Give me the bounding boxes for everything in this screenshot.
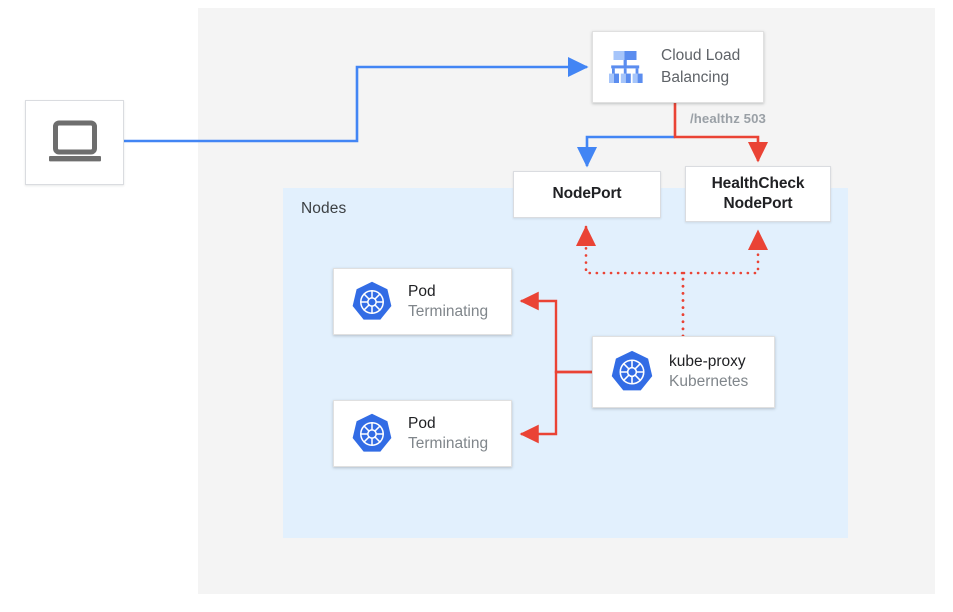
kubernetes-icon (352, 413, 392, 452)
healthcheck-nodeport-node: HealthCheck NodePort (685, 166, 831, 222)
kubernetes-icon (352, 281, 392, 320)
cloud-load-balancing-node: Cloud Load Balancing (592, 31, 764, 103)
kube-proxy-title: kube-proxy (669, 353, 746, 371)
nodeport-node: NodePort (513, 171, 661, 218)
healthcheck-nodeport-line-2: NodePort (723, 195, 793, 212)
nodes-panel-label: Nodes (301, 200, 347, 217)
edge-kube-proxy-to-pod-1 (519, 291, 592, 374)
client-node (25, 100, 124, 185)
edge-kube-proxy-to-healthcheck-nodeport (681, 229, 769, 338)
pod-node-1: Pod Terminating (333, 268, 512, 335)
nodeport-label: NodePort (552, 185, 622, 203)
laptop-icon (48, 120, 101, 161)
cloud-load-balancing-line-2: Balancing (661, 69, 730, 86)
cloud-load-balancing-icon (609, 51, 643, 83)
pod-1-subtitle: Terminating (408, 302, 489, 320)
edge-kube-proxy-to-pod-2 (519, 370, 592, 444)
kube-proxy-subtitle: Kubernetes (669, 373, 749, 390)
pod-2-subtitle: Terminating (408, 434, 489, 452)
healthcheck-nodeport-label: HealthCheck NodePort (712, 174, 805, 214)
edge-client-to-load-balancer (124, 56, 589, 143)
edge-load-balancer-to-nodeport (576, 135, 675, 168)
cloud-load-balancing-label: Cloud Load Balancing (661, 45, 740, 89)
healthcheck-nodeport-line-1: HealthCheck (711, 174, 805, 192)
pod-2-text: Pod Terminating (408, 414, 488, 454)
edge-kube-proxy-to-nodeport (575, 225, 685, 338)
pod-1-text: Pod Terminating (408, 282, 488, 322)
cloud-load-balancing-line-1: Cloud Load (661, 47, 741, 64)
kubernetes-icon (611, 350, 653, 391)
healthz-edge-label: /healthz 503 (690, 111, 766, 126)
kube-proxy-text: kube-proxy Kubernetes (669, 352, 748, 392)
pod-2-title: Pod (408, 414, 436, 432)
kube-proxy-node: kube-proxy Kubernetes (592, 336, 775, 408)
pod-1-title: Pod (408, 282, 436, 300)
pod-node-2: Pod Terminating (333, 400, 512, 467)
edge-load-balancer-to-healthcheck-nodeport (673, 103, 769, 163)
